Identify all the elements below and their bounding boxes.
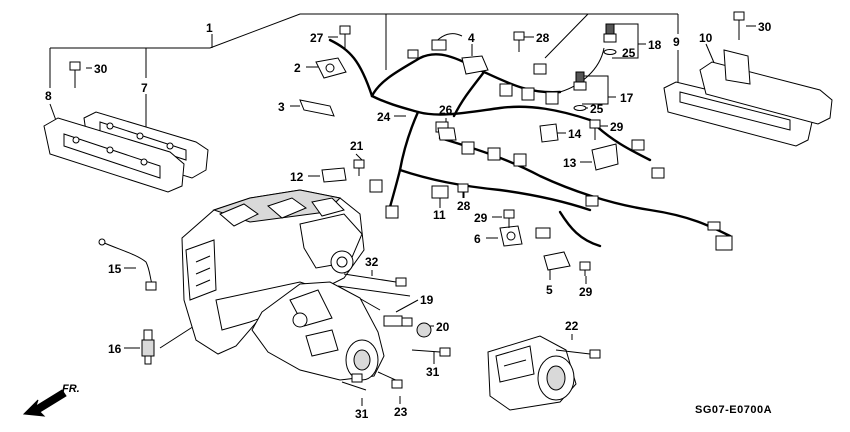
- bracket-14: [539, 123, 559, 143]
- callout-27: 27: [310, 31, 324, 45]
- bolt-29-mid: [589, 119, 601, 140]
- starter-motor: [487, 335, 577, 411]
- callout-26: 26: [439, 103, 453, 117]
- harness-connectors: [369, 39, 733, 251]
- clamp-11: [431, 185, 449, 199]
- engine-assembly: [181, 189, 385, 381]
- callout-21: 21: [350, 139, 364, 153]
- callout-25-lower: 25: [590, 102, 604, 116]
- callout-30-left: 30: [94, 62, 108, 76]
- callout-30-right: 30: [758, 20, 772, 34]
- sensor-15: [98, 238, 157, 291]
- callout-5: 5: [546, 283, 553, 297]
- callout-15: 15: [108, 262, 122, 276]
- clip-26: [437, 127, 457, 141]
- bolt-31-upper: [411, 347, 451, 357]
- callout-10: 10: [699, 31, 713, 45]
- clamp-6: [499, 225, 523, 247]
- callout-4: 4: [468, 31, 475, 45]
- bolt-23: [377, 371, 403, 389]
- callout-22: 22: [565, 319, 579, 333]
- bolt-29-low: [579, 261, 591, 276]
- callout-23: 23: [394, 405, 408, 419]
- callout-11: 11: [433, 208, 446, 222]
- bolt-29-left: [503, 209, 515, 228]
- callout-29-mid: 29: [610, 120, 624, 134]
- callout-31-upper: 31: [426, 365, 440, 379]
- intake-cover-8: [43, 117, 185, 193]
- callout-18: 18: [648, 38, 662, 52]
- sensor-17: [573, 71, 587, 91]
- intake-cover-9: [663, 81, 813, 147]
- bolt-21: [353, 159, 365, 176]
- front-direction-indicator: FR.: [22, 383, 80, 417]
- callout-6: 6: [474, 232, 481, 246]
- bolt-27: [339, 25, 351, 50]
- front-arrow-icon: [22, 389, 67, 417]
- callout-25-upper: 25: [622, 46, 636, 60]
- callout-14: 14: [568, 127, 582, 141]
- callout-16: 16: [108, 342, 122, 356]
- bracket-4: [461, 55, 489, 75]
- bolt-28-top: [513, 31, 525, 52]
- bracket-2: [315, 57, 347, 79]
- callout-3: 3: [278, 100, 285, 114]
- callout-20: 20: [436, 320, 450, 334]
- callout-2: 2: [294, 61, 301, 75]
- callout-13: 13: [563, 156, 577, 170]
- bolt-28-lower: [457, 183, 469, 198]
- callout-29-left: 29: [474, 211, 488, 225]
- callout-7: 7: [141, 81, 148, 95]
- bolts: [69, 11, 745, 391]
- bracket-13: [591, 143, 619, 171]
- diagram-reference-code: SG07-E0700A: [695, 404, 772, 416]
- bolt-31-lower: [341, 373, 367, 391]
- bracket-12: [321, 167, 347, 183]
- intake-cover-10: [699, 49, 833, 125]
- bolt-30-left: [69, 61, 81, 88]
- sensor-19-20: [383, 315, 432, 338]
- front-label: FR.: [62, 383, 80, 395]
- callout-31-lower: 31: [355, 407, 369, 421]
- sensor-18: [603, 23, 617, 43]
- callout-9: 9: [673, 35, 680, 49]
- callout-28-lower: 28: [457, 199, 471, 213]
- washers-25: [573, 49, 617, 111]
- spark-plug-16: [141, 329, 155, 365]
- callout-8: 8: [45, 89, 52, 103]
- bolt-30-right: [733, 11, 745, 40]
- callout-28-upper: 28: [536, 31, 550, 45]
- callout-24: 24: [377, 110, 391, 124]
- bracket-3: [299, 99, 335, 117]
- callout-17: 17: [620, 91, 634, 105]
- callout-29-low: 29: [579, 285, 593, 299]
- callout-labels: 1 2 3 4 5 6 7 8 9 10 11 12 13 14 15 16 1…: [45, 20, 772, 421]
- callout-32: 32: [365, 255, 379, 269]
- bolt-22: [555, 349, 601, 359]
- bracket-5: [543, 251, 571, 271]
- callout-1: 1: [206, 21, 213, 35]
- callout-12: 12: [290, 170, 304, 184]
- callout-19: 19: [420, 293, 434, 307]
- bolt-32: [343, 273, 407, 287]
